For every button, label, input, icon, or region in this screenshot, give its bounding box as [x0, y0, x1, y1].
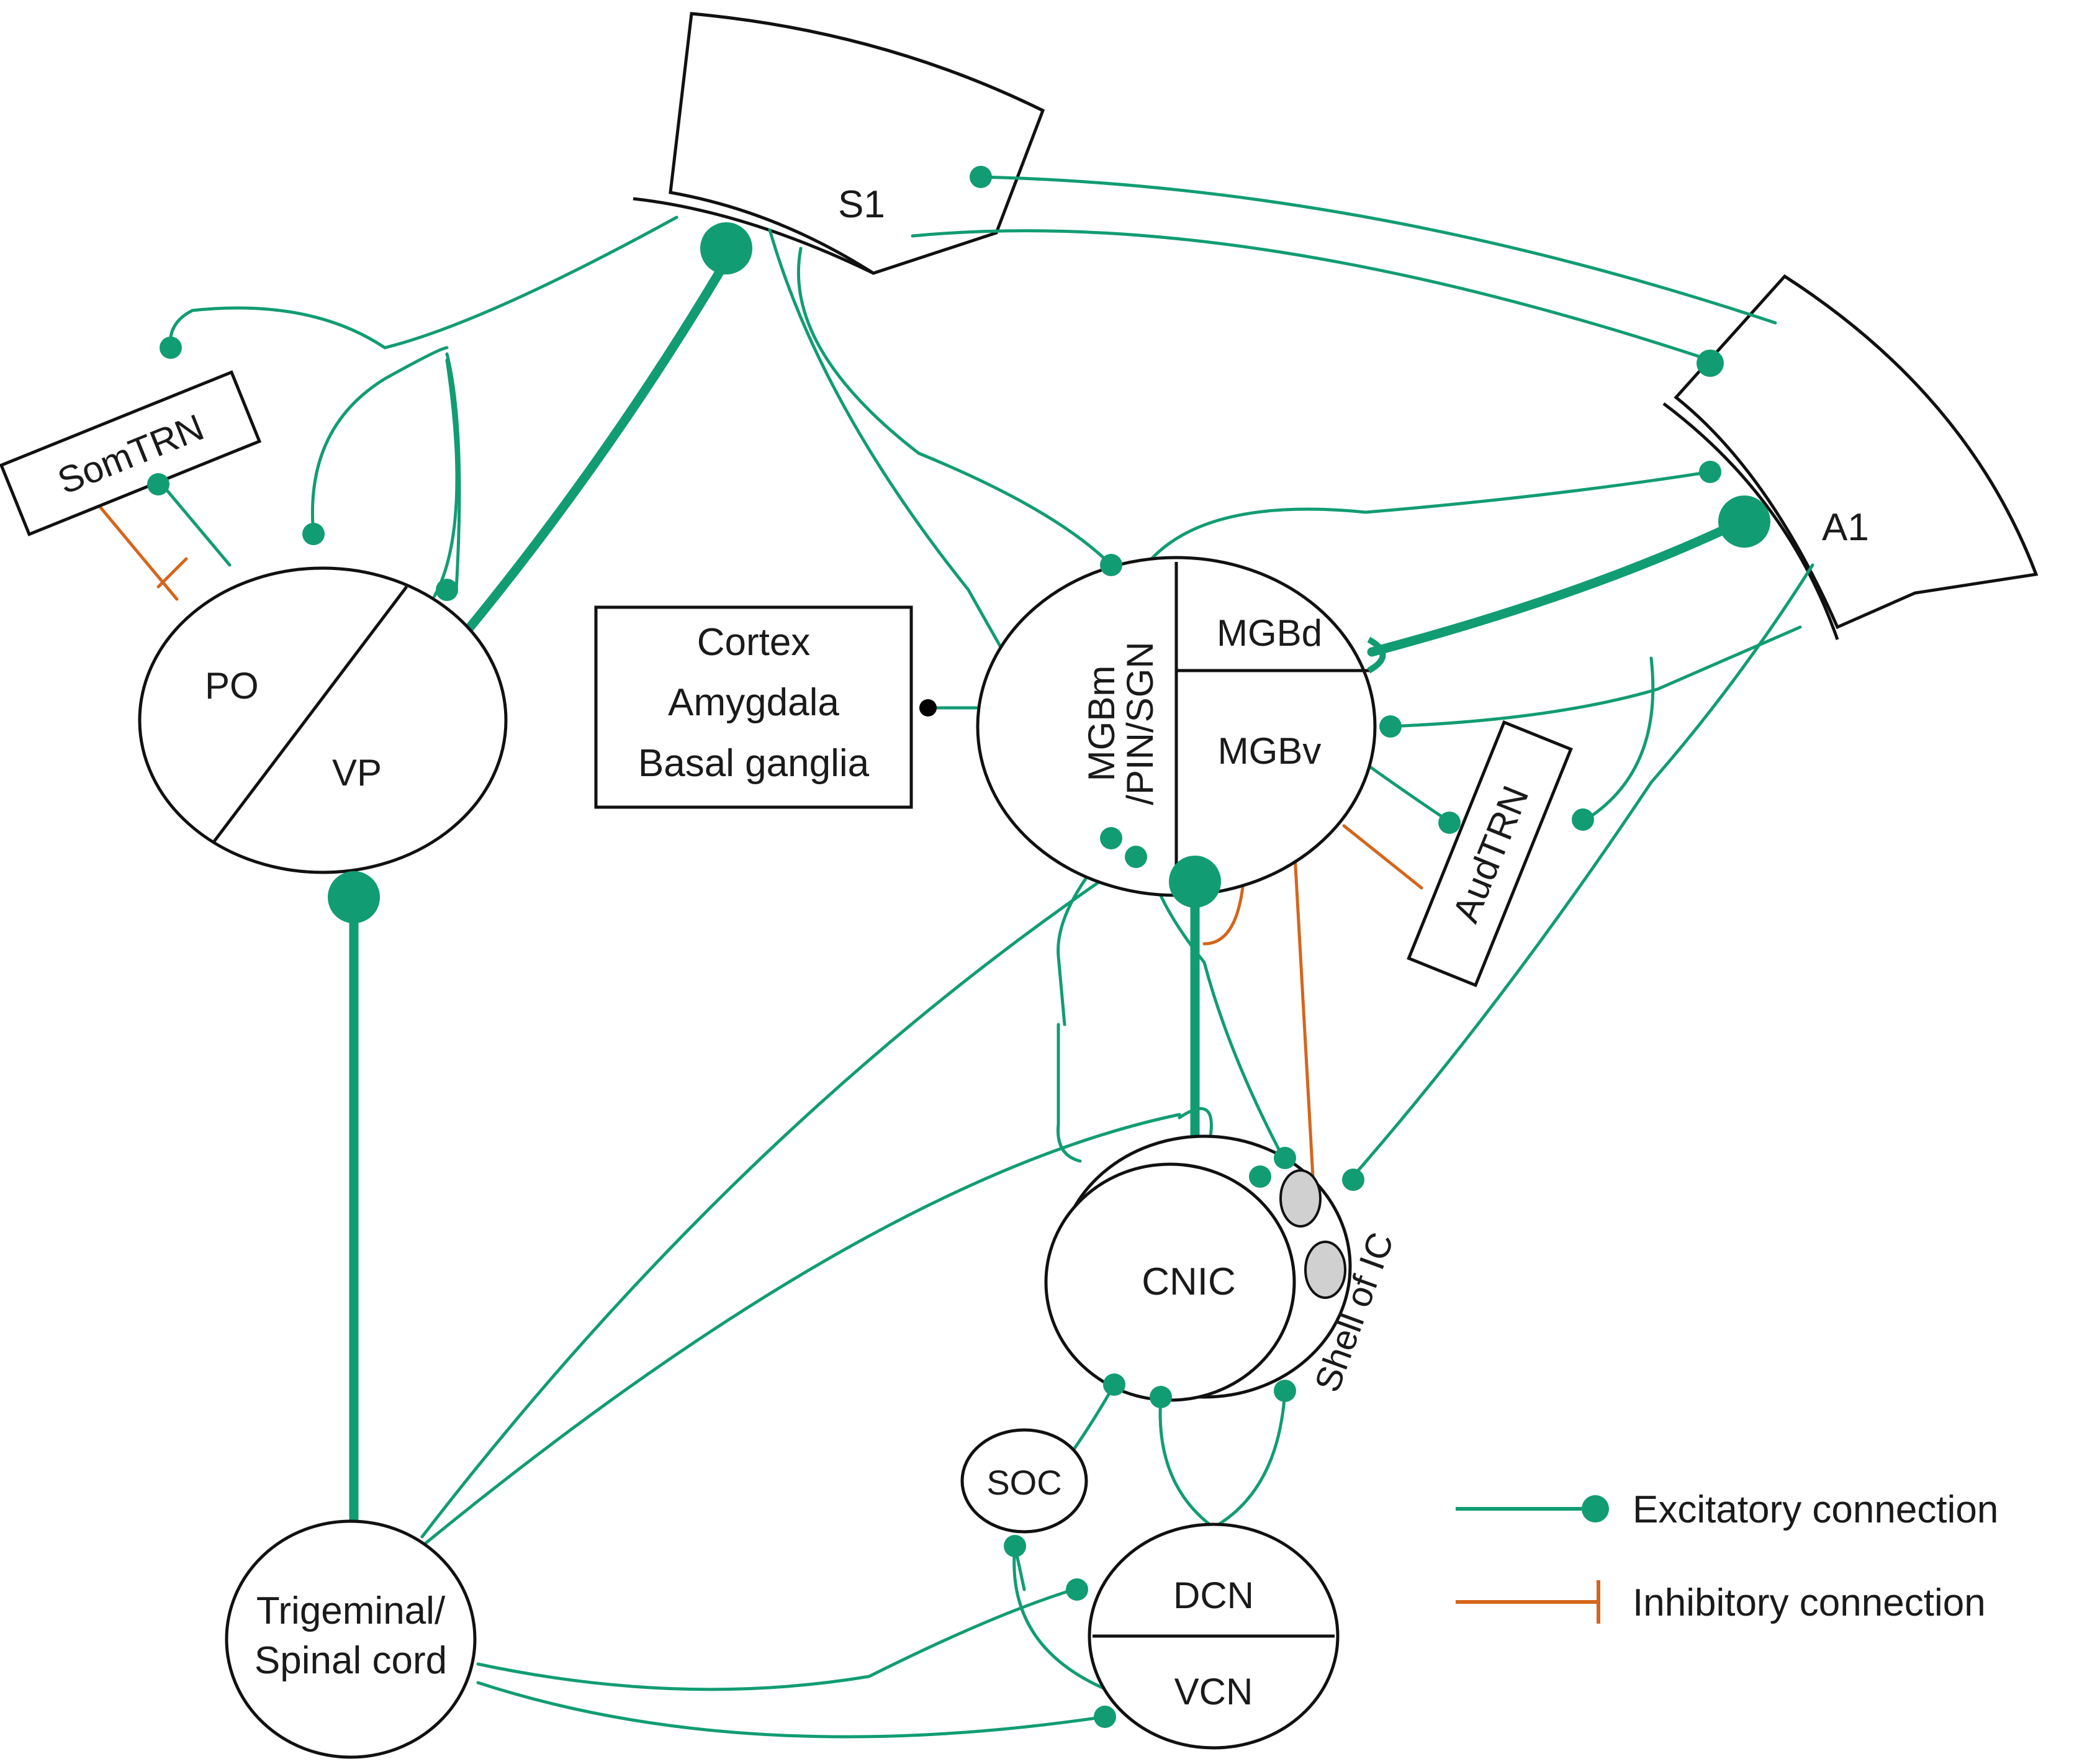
- a1-label: A1: [1822, 506, 1869, 549]
- trigeminal-spinal-cord-nucleus: Trigeminal/ Spinal cord: [225, 1519, 477, 1759]
- vcn-label: VCN: [1174, 1671, 1253, 1712]
- s1-label: S1: [838, 183, 885, 226]
- mgbv-label: MGBv: [1218, 730, 1322, 772]
- legend-inhibitory-label: Inhibitory connection: [1633, 1581, 1986, 1624]
- somtrn-nucleus: SomTRN: [0, 370, 262, 536]
- shell-nucleus-1: [1279, 1169, 1322, 1228]
- basal-ganglia-label: Basal ganglia: [638, 742, 870, 785]
- amygdala-label: Amygdala: [668, 681, 839, 724]
- shell-nucleus-2: [1304, 1241, 1346, 1299]
- mgb-nucleus: MGBd MGBv MGBm /PIN/SGN: [976, 556, 1377, 897]
- mgbd-label: MGBd: [1217, 612, 1322, 654]
- cnic-label: CNIC: [1142, 1260, 1236, 1303]
- cortex-box-connector-dot: [919, 699, 937, 717]
- soc-label: SOC: [986, 1463, 1061, 1502]
- dcn-vcn-nucleus: DCN VCN: [1088, 1522, 1340, 1750]
- spinal-cord-label: Spinal cord: [255, 1639, 447, 1682]
- legend-excitatory-label: Excitatory connection: [1633, 1488, 1998, 1531]
- a1-region: A1: [1662, 274, 2039, 640]
- cortex-label: Cortex: [697, 621, 811, 664]
- cortex-amygdala-basal-ganglia-box: Cortex Amygdala Basal ganglia: [594, 605, 913, 809]
- s1-region: S1: [633, 12, 1045, 275]
- mgbm-label: MGBm: [1081, 666, 1122, 782]
- legend-excitatory: Excitatory connection: [1456, 1488, 1998, 1531]
- synapse-terminals: [147, 166, 1770, 1728]
- trigeminal-label: Trigeminal/: [256, 1590, 446, 1632]
- vp-label: VP: [332, 752, 382, 794]
- po-label: PO: [205, 665, 259, 707]
- dcn-label: DCN: [1173, 1575, 1254, 1616]
- legend: Excitatory connection Inhibitory connect…: [1456, 1488, 1998, 1624]
- pin-sgn-label: /PIN/SGN: [1119, 641, 1161, 805]
- audtrn-nucleus: AudTRN: [1407, 720, 1573, 988]
- po-vp-nucleus: PO VP: [138, 566, 508, 874]
- inferior-colliculus: CNIC Shell of IC: [1044, 1134, 1402, 1402]
- soc-nucleus: SOC: [960, 1428, 1088, 1534]
- legend-inhibitory: Inhibitory connection: [1456, 1580, 1986, 1624]
